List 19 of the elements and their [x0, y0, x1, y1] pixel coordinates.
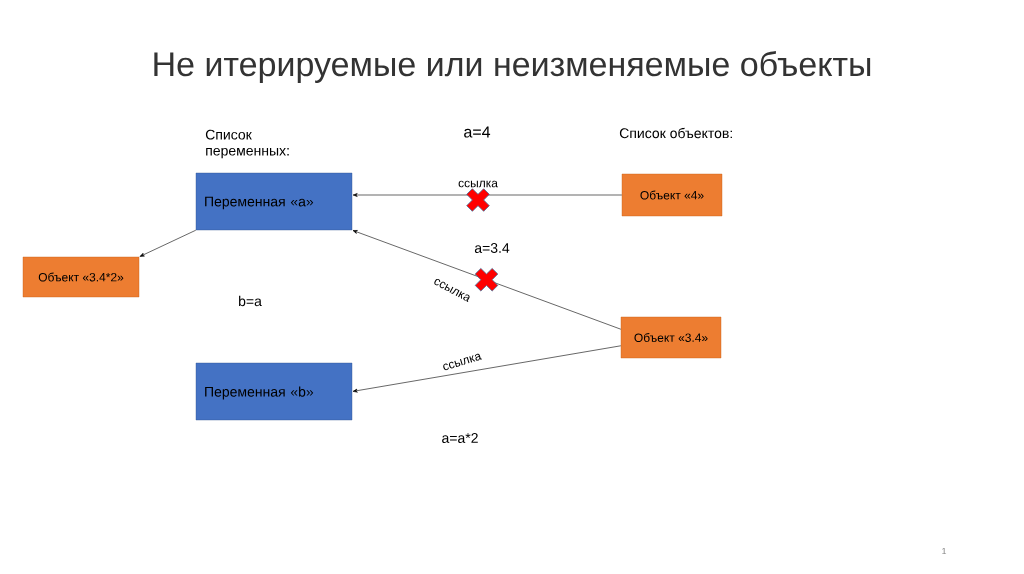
assignment: b=a: [239, 295, 262, 307]
object-box: Объект «4»: [621, 173, 723, 217]
object-box: Объект «3.4»: [620, 316, 722, 359]
assignment: a=3.4: [474, 243, 510, 253]
arrow: [352, 345, 622, 393]
edge-label: ссылка: [440, 351, 484, 373]
page-number: 1: [942, 547, 947, 555]
list-heading: Список переменных:: [205, 129, 289, 159]
edge-label: ссылка: [457, 179, 499, 189]
variable-box: Переменная «a»: [195, 172, 353, 231]
object-box: Объект «3.4*2»: [22, 256, 140, 298]
variable-box: Переменная «b»: [195, 362, 353, 421]
assignment: a=4: [464, 126, 491, 138]
assignment: a=a*2: [442, 433, 478, 443]
title: Не итерируемые или неизменяемые объекты: [154, 51, 871, 83]
arrow: [139, 229, 197, 257]
list-heading: Список объектов:: [619, 127, 732, 139]
arrow: [352, 193, 623, 197]
arrow: [352, 230, 622, 330]
